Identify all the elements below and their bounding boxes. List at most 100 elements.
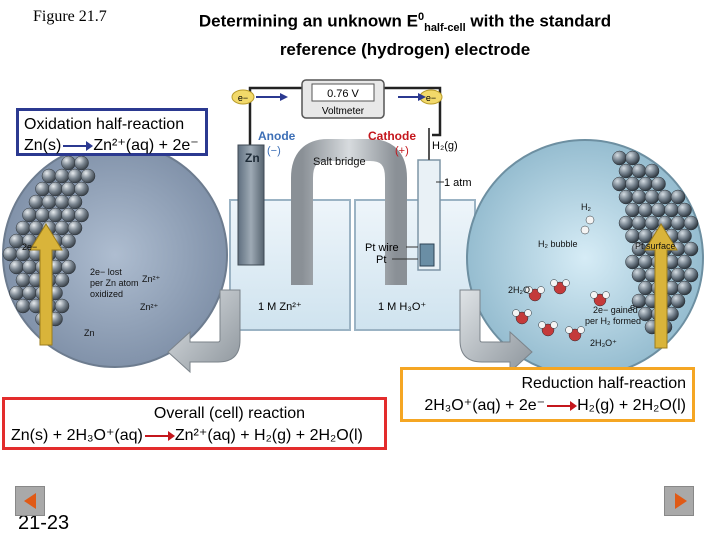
- atom: [612, 176, 627, 192]
- atom: [631, 267, 647, 283]
- svg-text:per Zn atom: per Zn atom: [90, 278, 139, 288]
- atom: [15, 220, 31, 236]
- forward-arrow-icon: [675, 493, 687, 509]
- left-solution-label: 1 M Zn²⁺: [258, 301, 302, 313]
- atom: [67, 194, 83, 210]
- atom: [512, 309, 520, 317]
- svg-text:e−: e−: [630, 302, 640, 312]
- electron-flow-arrow: [29, 223, 63, 346]
- atom: [15, 272, 31, 288]
- atom: [41, 194, 57, 210]
- svg-text:2H₃O⁺: 2H₃O⁺: [590, 338, 617, 348]
- voltmeter-label: Voltmeter: [322, 106, 365, 117]
- title-subscript: half-cell: [424, 22, 466, 35]
- overall-reaction-box: Overall (cell) reaction Zn(s) + 2H₃O⁺(aq…: [2, 397, 387, 450]
- svg-text:e−: e−: [238, 93, 248, 103]
- atom: [651, 176, 666, 192]
- atom: [2, 246, 18, 262]
- atom: [638, 254, 653, 270]
- left-connector-arrow: [167, 289, 241, 374]
- reduction-equation: 2H₃O⁺(aq) + 2e⁻ H₂(g) + 2H₂O(l): [409, 395, 686, 417]
- atom: [585, 215, 595, 225]
- atom: [35, 181, 50, 197]
- atom: [67, 168, 83, 184]
- cathode-inset: H₂ H₂ bubble Pt surface 2H₂O 2e− gained …: [466, 139, 704, 377]
- previous-slide-button[interactable]: [15, 486, 45, 516]
- atom: [625, 176, 640, 192]
- atom: [61, 259, 76, 275]
- atom: [550, 279, 558, 287]
- reduction-heading: Reduction half-reaction: [521, 375, 686, 392]
- atom: [538, 321, 546, 329]
- reaction-arrow-icon: [144, 430, 175, 441]
- atom: [683, 267, 699, 283]
- overall-reactants: Zn(s) + 2H₃O⁺(aq): [11, 427, 143, 444]
- svg-text:2e− lost: 2e− lost: [90, 267, 122, 277]
- title-superscript: 0: [417, 11, 425, 23]
- atom: [61, 233, 76, 249]
- svg-text:per H₂ formed: per H₂ formed: [585, 316, 641, 326]
- oxidation-heading: Oxidation half-reaction: [24, 116, 185, 133]
- atom: [525, 286, 533, 294]
- atom: [41, 168, 57, 184]
- oxidation-product: Zn²⁺(aq) + 2e⁻: [93, 137, 199, 154]
- svg-text:oxidized: oxidized: [90, 289, 123, 299]
- overall-heading: Overall (cell) reaction: [153, 405, 306, 422]
- atom: [677, 254, 692, 270]
- atom: [683, 215, 699, 231]
- atom: [9, 285, 24, 301]
- atom: [625, 254, 640, 270]
- page-number: 21-23: [18, 512, 70, 534]
- atom: [22, 259, 37, 275]
- atom: [631, 215, 647, 231]
- atom: [48, 207, 63, 223]
- svg-text:e−: e−: [426, 93, 436, 103]
- svg-text:Zn²⁺: Zn²⁺: [142, 274, 161, 284]
- atom: [651, 202, 666, 218]
- atom: [15, 298, 31, 314]
- salt-bridge: [291, 139, 407, 285]
- electron-right-badge: e−: [398, 89, 443, 105]
- atom: [638, 202, 653, 218]
- atom: [638, 280, 653, 296]
- right-connector-arrow: [459, 289, 533, 374]
- atom: [61, 155, 76, 171]
- atom: [562, 279, 570, 287]
- atom: [618, 215, 634, 231]
- atom: [80, 168, 96, 184]
- svg-text:2H₂O: 2H₂O: [508, 285, 530, 295]
- atom: [677, 280, 692, 296]
- atom: [670, 267, 686, 283]
- svg-text:2e− gained: 2e− gained: [593, 305, 638, 315]
- zinc-electrode: [237, 144, 265, 266]
- atom: [35, 207, 50, 223]
- atom: [22, 285, 37, 301]
- atom: [565, 326, 573, 334]
- pt-wire-label: Pt wire: [365, 242, 399, 254]
- atom: [580, 225, 590, 235]
- salt-bridge-label: Salt bridge: [313, 156, 366, 168]
- atom: [28, 194, 44, 210]
- oxidation-equation: Zn(s)Zn²⁺(aq) + 2e⁻: [24, 135, 200, 156]
- atom: [9, 259, 24, 275]
- atom: [677, 202, 692, 218]
- atom: [54, 194, 70, 210]
- atom: [644, 163, 660, 179]
- atom: [48, 181, 63, 197]
- atom: [537, 286, 545, 294]
- atom: [618, 163, 634, 179]
- reduction-reactants: 2H₃O⁺(aq) + 2e⁻: [424, 397, 546, 414]
- next-slide-button[interactable]: [664, 486, 694, 516]
- svg-text:Pt surface: Pt surface: [635, 241, 676, 251]
- atom: [54, 272, 70, 288]
- atom: [625, 202, 640, 218]
- atom: [67, 220, 83, 236]
- atom: [631, 163, 647, 179]
- atom: [644, 215, 660, 231]
- overall-equation: Zn(s) + 2H₃O⁺(aq)Zn²⁺(aq) + H₂(g) + 2H₂O…: [11, 425, 378, 447]
- voltmeter-reading: 0.76 V: [327, 88, 359, 100]
- anode-label: Anode: [258, 129, 296, 143]
- atom: [638, 176, 653, 192]
- h2-gas-label: H₂(g): [432, 140, 458, 152]
- reduction-products: H₂(g) + 2H₂O(l): [577, 397, 686, 414]
